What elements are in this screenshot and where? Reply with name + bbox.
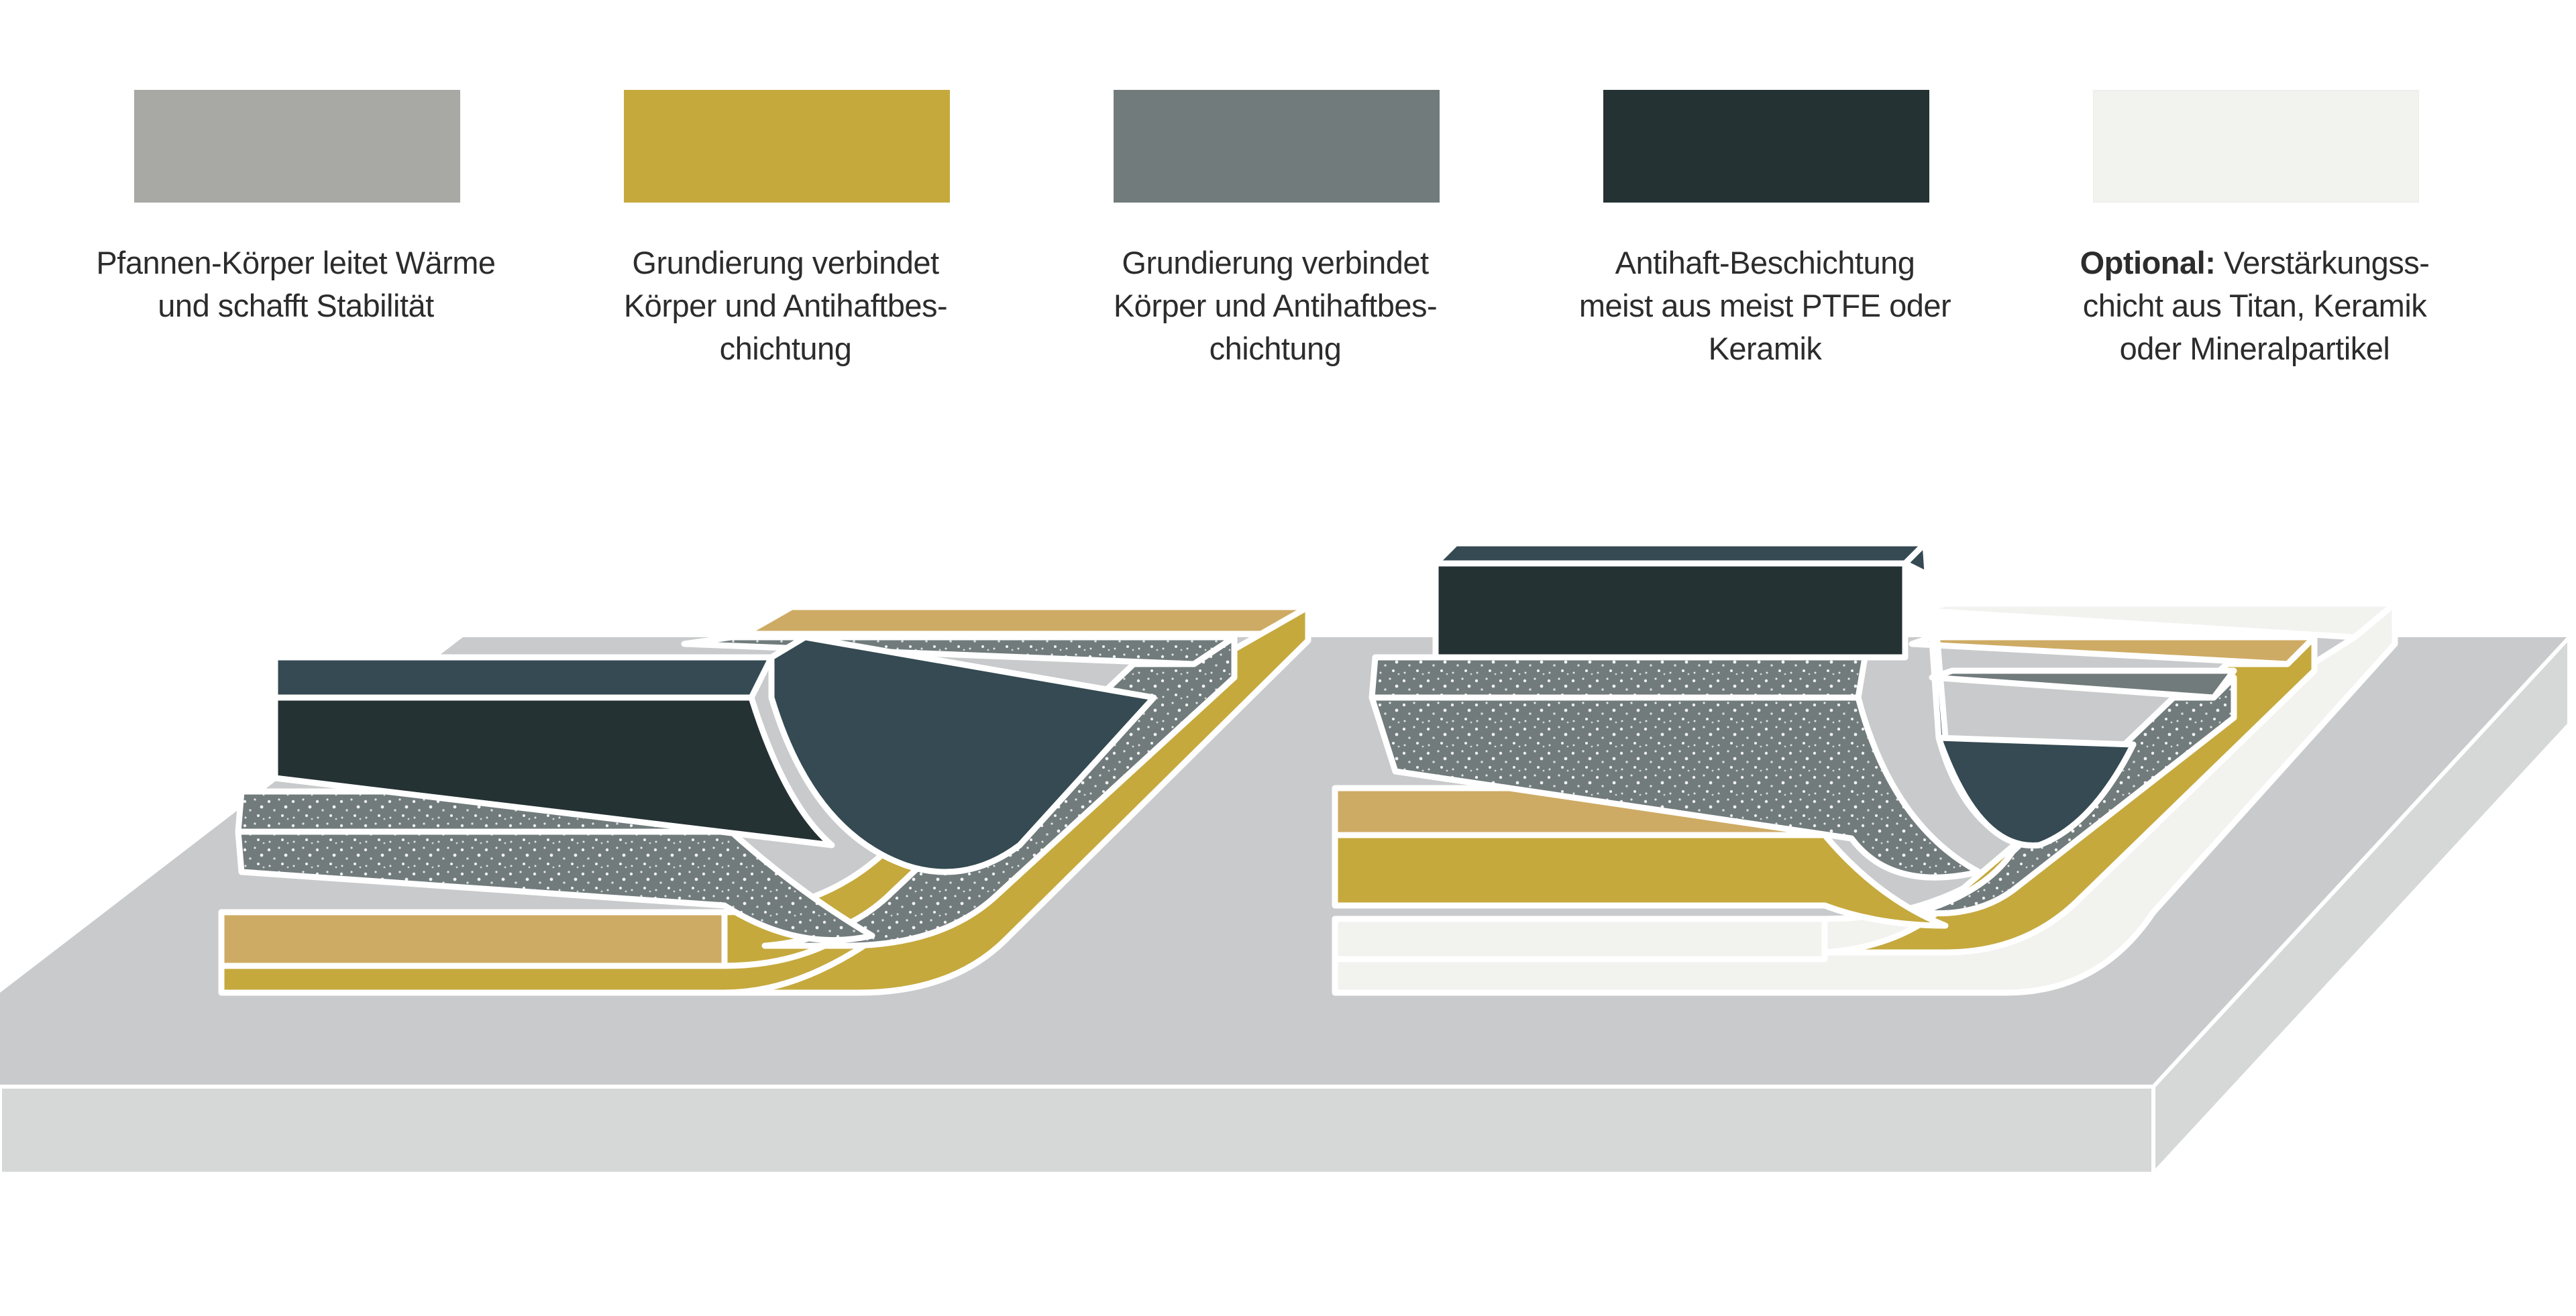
caption-primer-gold: Grundierung verbindet Körper und Antihaf… [541, 241, 1030, 370]
left-layer-stack [218, 604, 1311, 996]
legend: Pfannen-Körper leitet Wärme und schafft … [0, 0, 2576, 376]
caption-line: Grundierung verbindet [1122, 245, 1429, 280]
caption-line: Körper und Antihaftbes- [1113, 288, 1438, 323]
caption-line: chicht aus Titan, Keramik [2082, 288, 2427, 323]
caption-bold-label: Optional: [2080, 245, 2216, 280]
right-grey-front-top [1368, 654, 1868, 701]
left-gold-front-top [218, 909, 728, 969]
right-white-front [1332, 916, 1828, 963]
caption-line: und schafft Stabilität [158, 288, 434, 323]
left-dark-top [272, 654, 775, 701]
caption-line: Körper und Antihaftbes- [623, 288, 948, 323]
swatch-optional-reinforcement [2093, 90, 2419, 203]
caption-line: Antihaft-Beschichtung [1615, 245, 1915, 280]
right-dark-bowl [1935, 734, 2137, 849]
left-dark-front [272, 694, 835, 848]
caption-line: Optional: Verstärkungss- [2010, 241, 2500, 284]
base-plate-side [2151, 632, 2571, 1179]
right-grey-front-face [1368, 694, 1982, 881]
caption-line-rest: Verstärkungss- [2215, 245, 2430, 280]
caption-nonstick: Antihaft-Beschichtung meist aus meist PT… [1520, 241, 2010, 370]
caption-line: meist aus meist PTFE oder [1578, 288, 1951, 323]
right-layer-stack [1332, 540, 2398, 996]
caption-line: Grundierung verbindet [632, 245, 939, 280]
caption-line: chichtung [719, 331, 852, 366]
right-dark-front [1432, 560, 1909, 661]
caption-line: oder Mineralpartikel [2119, 331, 2390, 366]
swatch-primer-grey [1114, 90, 1440, 203]
base-plate-front [0, 1085, 2155, 1176]
right-white-back [1915, 600, 2398, 641]
swatch-nonstick [1603, 90, 1929, 203]
right-gold-front-face [1332, 832, 1949, 929]
caption-primer-grey: Grundierung verbindet Körper und Antihaf… [1030, 241, 1520, 370]
caption-pan-body: Pfannen-Körper leitet Wärme und schafft … [51, 241, 541, 327]
caption-optional-reinforcement: Optional: Verstärkungss- chicht aus Tita… [2010, 241, 2500, 370]
swatch-pan-body [134, 90, 460, 203]
caption-line: chichtung [1209, 331, 1342, 366]
left-dark-curve-face [768, 634, 1157, 875]
swatch-primer-gold [624, 90, 950, 203]
right-grey-back [1929, 667, 2237, 701]
caption-line: Pfannen-Körper leitet Wärme [96, 245, 496, 280]
left-grey-front-face [235, 828, 875, 944]
left-gold-back-wall [741, 604, 1311, 637]
caption-line: Keramik [1708, 331, 1822, 366]
